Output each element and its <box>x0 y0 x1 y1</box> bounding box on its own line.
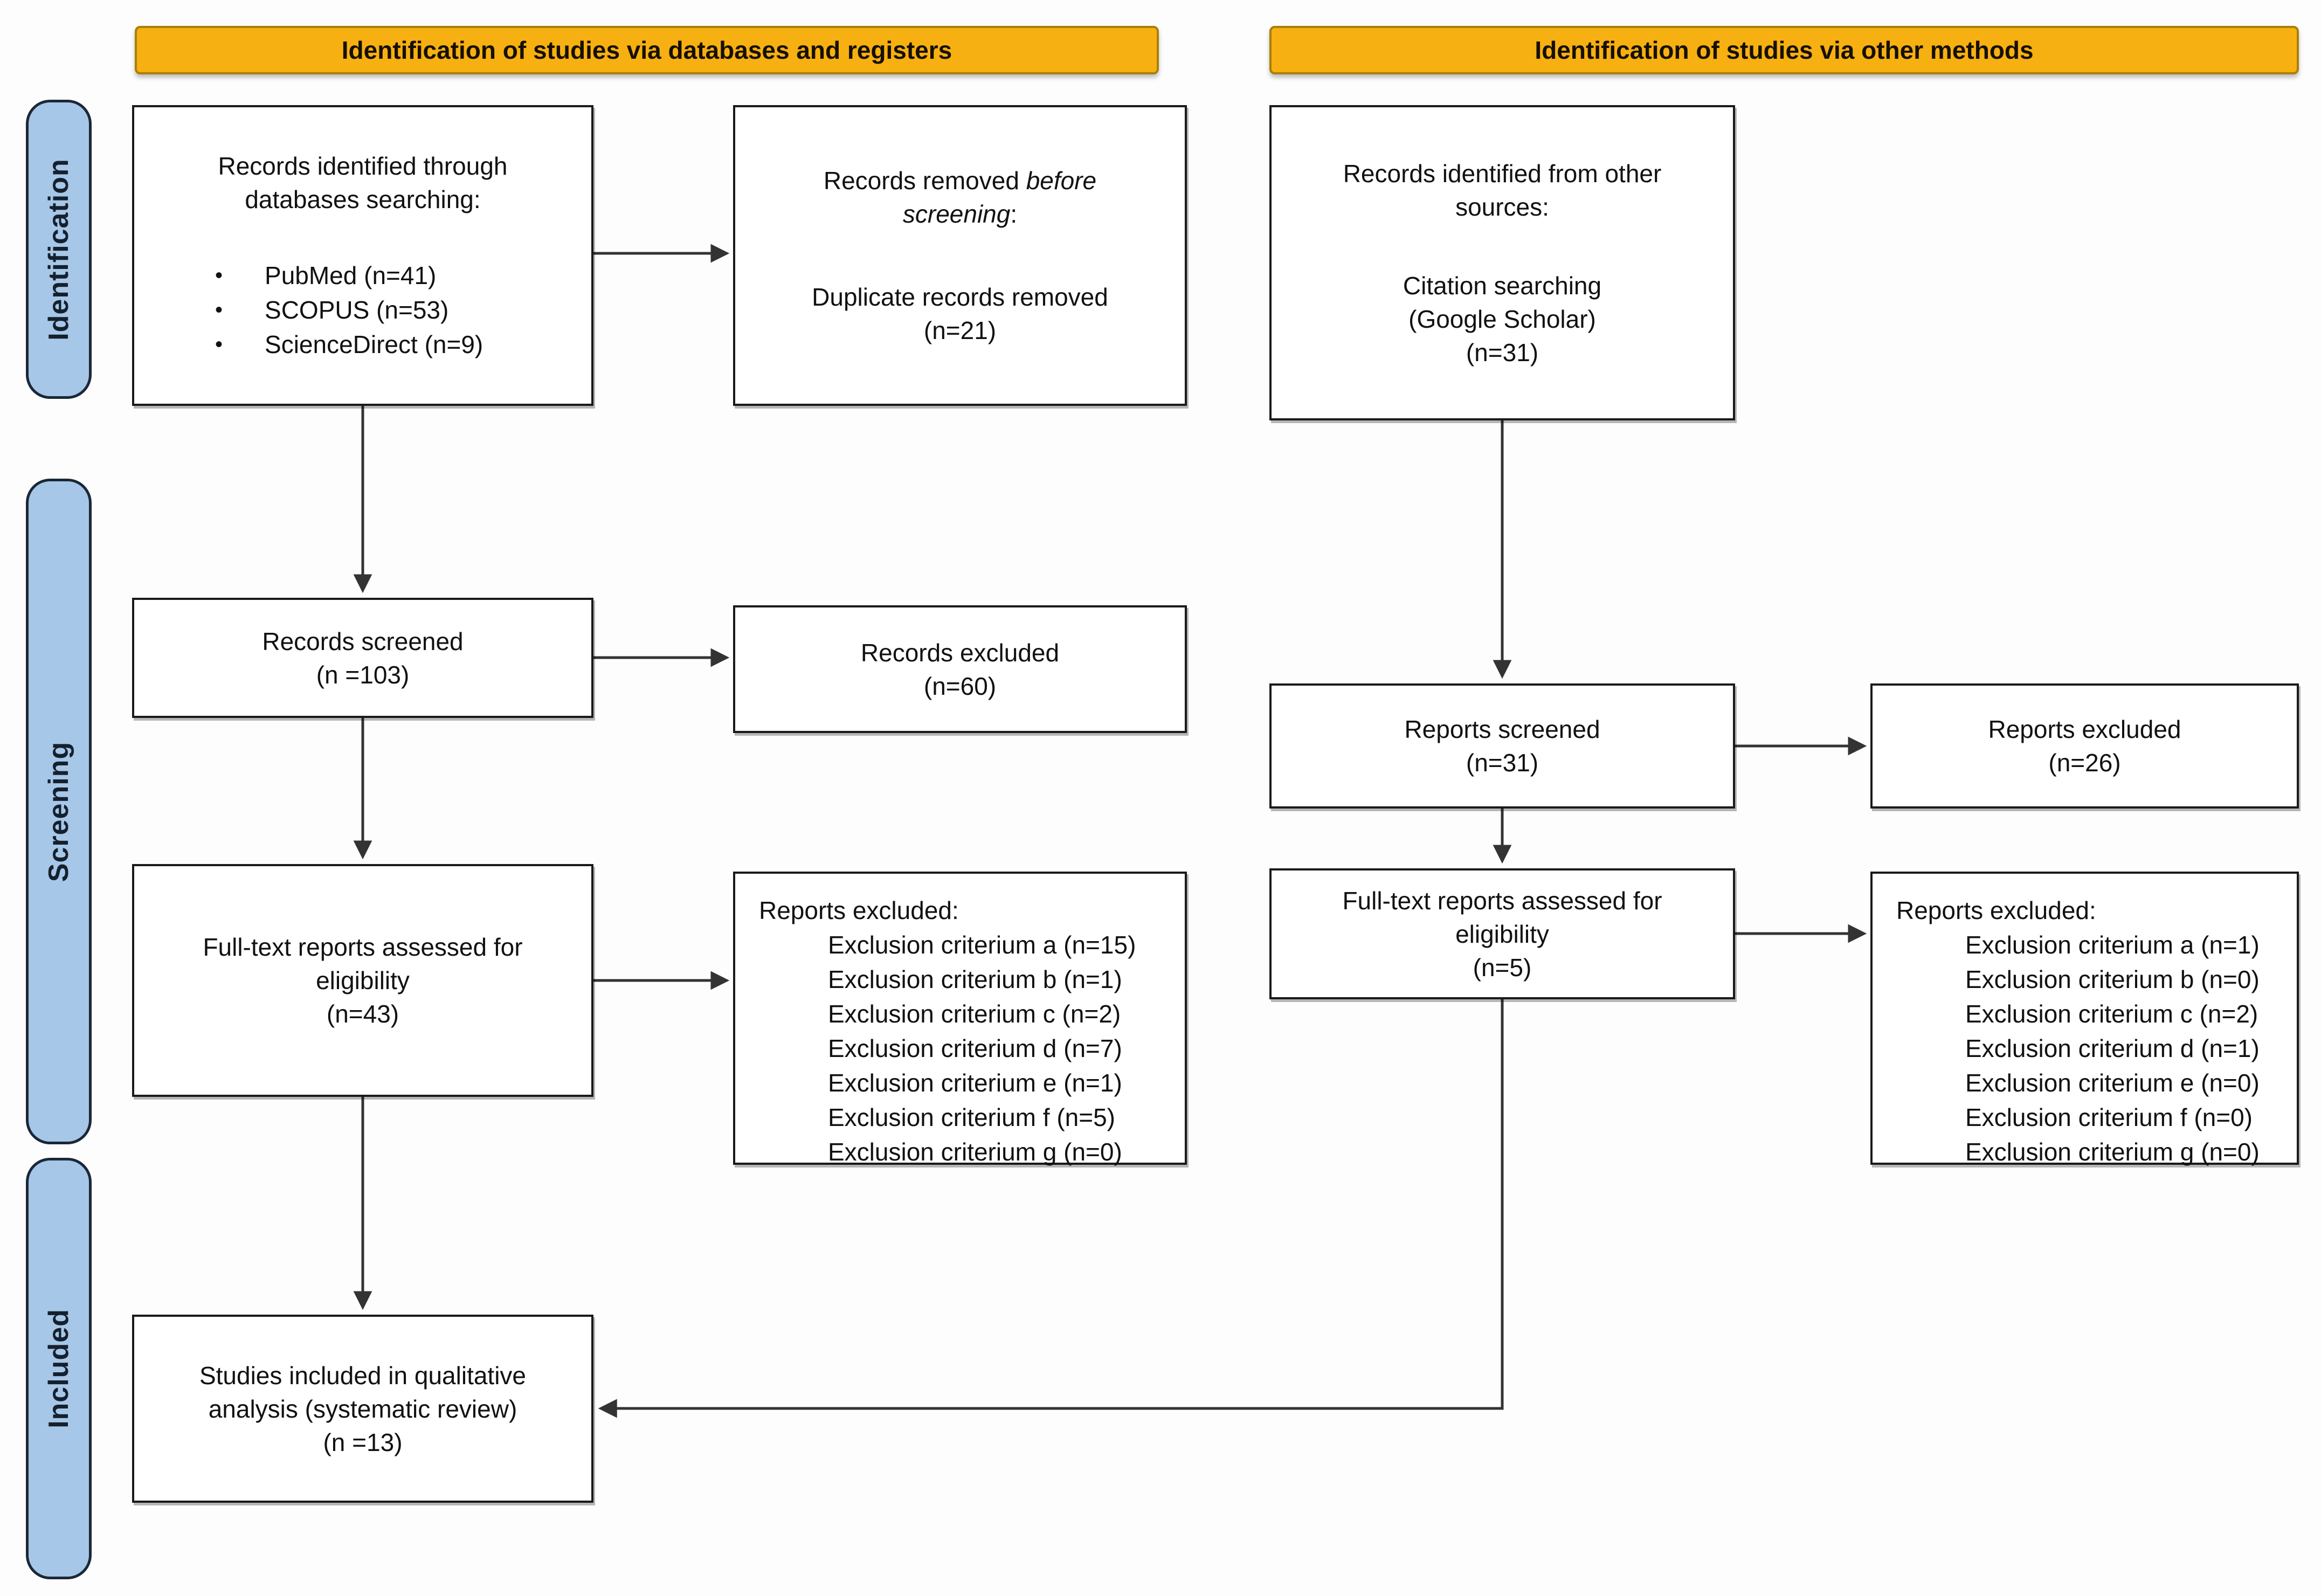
stage-screening-label: Screening <box>43 741 75 882</box>
list-item: Exclusion criterium g (n=0) <box>1965 1138 2260 1166</box>
count-label: (n=5) <box>1473 953 1532 982</box>
box-label: Studies included in qualitative <box>199 1361 527 1390</box>
count-label: (n=26) <box>2048 749 2121 777</box>
box-records-excluded: Records excluded (n=60) <box>733 605 1187 733</box>
list-item: Exclusion criterium b (n=0) <box>1965 965 2260 993</box>
stage-identification: Identification <box>26 100 92 399</box>
box-title: Records removed before screening: <box>804 164 1116 231</box>
box-records-identified-other-sources: Records identified from other sources: C… <box>1269 105 1735 420</box>
list-item: • SCOPUS (n=53) <box>215 293 591 327</box>
title-line: databases searching: <box>245 185 481 213</box>
box-title: Reports excluded: <box>1896 896 2096 924</box>
title-line: Records identified through <box>218 152 508 180</box>
title-line: sources: <box>1455 192 1549 221</box>
box-exclusion-criteria-databases: Reports excluded: Exclusion criterium a … <box>733 872 1187 1166</box>
list-item: Exclusion criterium a (n=1) <box>1965 931 2260 959</box>
box-studies-included: Studies included in qualitative analysis… <box>132 1315 593 1503</box>
count-label: (n=60) <box>923 672 997 700</box>
box-title: Reports excluded: <box>759 896 959 924</box>
box-reports-screened: Reports screened (n=31) <box>1269 683 1735 809</box>
stage-included: Included <box>26 1158 92 1579</box>
bullet-icon: • <box>215 264 223 287</box>
box-label: Records excluded <box>860 638 1060 667</box>
title-italic-text: before screening <box>902 167 1097 228</box>
list-item: Exclusion criterium e (n=1) <box>828 1069 1122 1097</box>
box-reports-excluded: Reports excluded (n=26) <box>1870 683 2299 809</box>
list-item: Exclusion criterium e (n=0) <box>1965 1069 2260 1097</box>
box-label: Full-text reports assessed for <box>1342 886 1662 915</box>
box-exclusion-criteria-other: Reports excluded: Exclusion criterium a … <box>1870 872 2299 1166</box>
list-item: Exclusion criterium c (n=2) <box>1965 1000 2258 1028</box>
list-item: • ScienceDirect (n=9) <box>215 327 591 362</box>
box-label: Records screened <box>262 627 464 655</box>
database-sciencedirect: ScienceDirect (n=9) <box>265 330 483 358</box>
header-other-methods: Identification of studies via other meth… <box>1269 26 2299 74</box>
box-title: Records identified from other sources: <box>1343 157 1662 224</box>
box-fulltext-assessed-databases: Full-text reports assessed for eligibili… <box>132 864 593 1097</box>
box-body: Duplicate records removed (n=21) <box>812 280 1108 347</box>
header-databases-registers: Identification of studies via databases … <box>135 26 1159 74</box>
box-label: eligibility <box>1455 920 1549 948</box>
exclusion-criteria-list: Exclusion criterium a (n=1) Exclusion cr… <box>1896 928 2287 1169</box>
title-colon: : <box>1010 200 1018 228</box>
body-line: (Google Scholar) <box>1408 305 1596 333</box>
count-label: (n =13) <box>323 1428 403 1456</box>
list-item: Exclusion criterium c (n=2) <box>828 1000 1121 1028</box>
database-pubmed: PubMed (n=41) <box>265 261 437 289</box>
box-body: Citation searching (Google Scholar) (n=3… <box>1403 269 1601 369</box>
exclusion-criteria-list: Exclusion criterium a (n=15) Exclusion c… <box>759 928 1175 1169</box>
box-label: analysis (systematic review) <box>208 1394 517 1423</box>
box-fulltext-assessed-other: Full-text reports assessed for eligibili… <box>1269 868 1735 999</box>
database-scopus: SCOPUS (n=53) <box>265 296 449 324</box>
list-item: Exclusion criterium d (n=1) <box>1965 1034 2260 1062</box>
box-label: Reports screened <box>1404 715 1600 743</box>
list-item: Exclusion criterium d (n=7) <box>828 1034 1122 1062</box>
body-line: Duplicate records removed <box>812 283 1108 311</box>
stage-screening: Screening <box>26 479 92 1144</box>
list-item: Exclusion criterium f (n=5) <box>828 1103 1115 1131</box>
list-item: Exclusion criterium f (n=0) <box>1965 1103 2253 1131</box>
bullet-icon: • <box>215 333 223 356</box>
count-label: (n=31) <box>1466 749 1539 777</box>
box-label: Full-text reports assessed for <box>203 933 523 961</box>
count-label: (n=31) <box>1466 338 1539 367</box>
title-text: Records removed <box>823 167 1026 195</box>
list-item: Exclusion criterium a (n=15) <box>828 931 1136 959</box>
database-list: • PubMed (n=41) • SCOPUS (n=53) • Scienc… <box>215 258 591 362</box>
body-line: Citation searching <box>1403 271 1602 300</box>
box-title: Records identified through databases sea… <box>134 149 591 216</box>
box-records-removed-before-screening: Records removed before screening: Duplic… <box>733 105 1187 406</box>
stage-included-label: Included <box>43 1309 75 1428</box>
list-item: Exclusion criterium g (n=0) <box>828 1138 1122 1166</box>
bullet-icon: • <box>215 298 223 322</box>
box-records-identified-databases: Records identified through databases sea… <box>132 105 593 406</box>
list-item: • PubMed (n=41) <box>215 258 591 293</box>
box-label: Reports excluded <box>1988 715 2181 743</box>
box-label: eligibility <box>316 966 410 994</box>
count-label: (n=43) <box>326 1000 399 1028</box>
box-records-screened: Records screened (n =103) <box>132 598 593 718</box>
title-line: Records identified from other <box>1343 159 1662 188</box>
header-other-label: Identification of studies via other meth… <box>1535 36 2034 64</box>
count-label: (n =103) <box>316 660 410 689</box>
count-label: (n=21) <box>923 316 997 344</box>
list-item: Exclusion criterium b (n=1) <box>828 965 1122 993</box>
stage-identification-label: Identification <box>43 158 74 341</box>
header-databases-label: Identification of studies via databases … <box>341 36 952 64</box>
